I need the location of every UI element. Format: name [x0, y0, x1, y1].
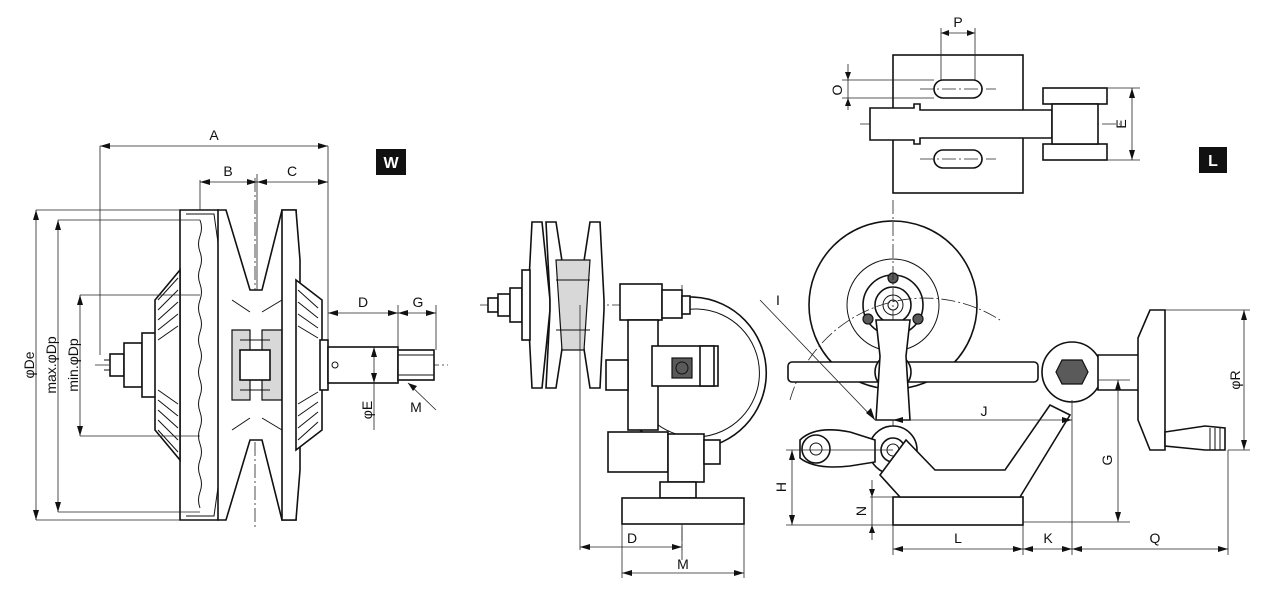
l-dim-i-label: I — [776, 292, 780, 308]
l-badge — [1199, 147, 1227, 173]
l-badge-label: L — [1208, 153, 1218, 170]
dim-phi-e-label: φE — [359, 401, 375, 419]
dim-a-label: A — [209, 127, 219, 143]
l-dim-l-label: L — [954, 530, 962, 546]
side-dim-m-label: M — [677, 556, 689, 572]
l-dim-h-label: H — [773, 482, 789, 492]
dim-d-label: D — [358, 294, 368, 310]
l-front-view: I J H N L K Q — [759, 200, 1250, 555]
dim-b-label: B — [223, 163, 232, 179]
top-dim-e-label: E — [1113, 119, 1129, 128]
dim-g-label: G — [413, 294, 424, 310]
top-dim-p-label: P — [953, 14, 962, 30]
side-view: D M — [480, 221, 768, 578]
l-dim-k-label: K — [1043, 530, 1053, 546]
dim-c-label: C — [287, 163, 297, 179]
top-view: P O E — [829, 14, 1140, 194]
dim-min-dp-label: min.φDp — [65, 338, 81, 392]
w-badge — [376, 149, 406, 175]
dim-max-dp-label: max.φDp — [43, 336, 59, 394]
l-dim-phi-r-label: φR — [1227, 370, 1243, 389]
dim-m-label: M — [410, 399, 422, 415]
top-dim-o-label: O — [829, 84, 845, 95]
l-dim-n-label: N — [853, 506, 869, 516]
l-dim-j-label: J — [981, 403, 988, 419]
w-view: A B C D G φE M — [21, 127, 448, 530]
l-dim-g-label: G — [1099, 455, 1115, 466]
w-badge-label: W — [383, 155, 399, 172]
side-dim-d-label: D — [627, 530, 637, 546]
l-dim-q-label: Q — [1150, 530, 1161, 546]
dim-phi-de-label: φDe — [21, 351, 37, 378]
